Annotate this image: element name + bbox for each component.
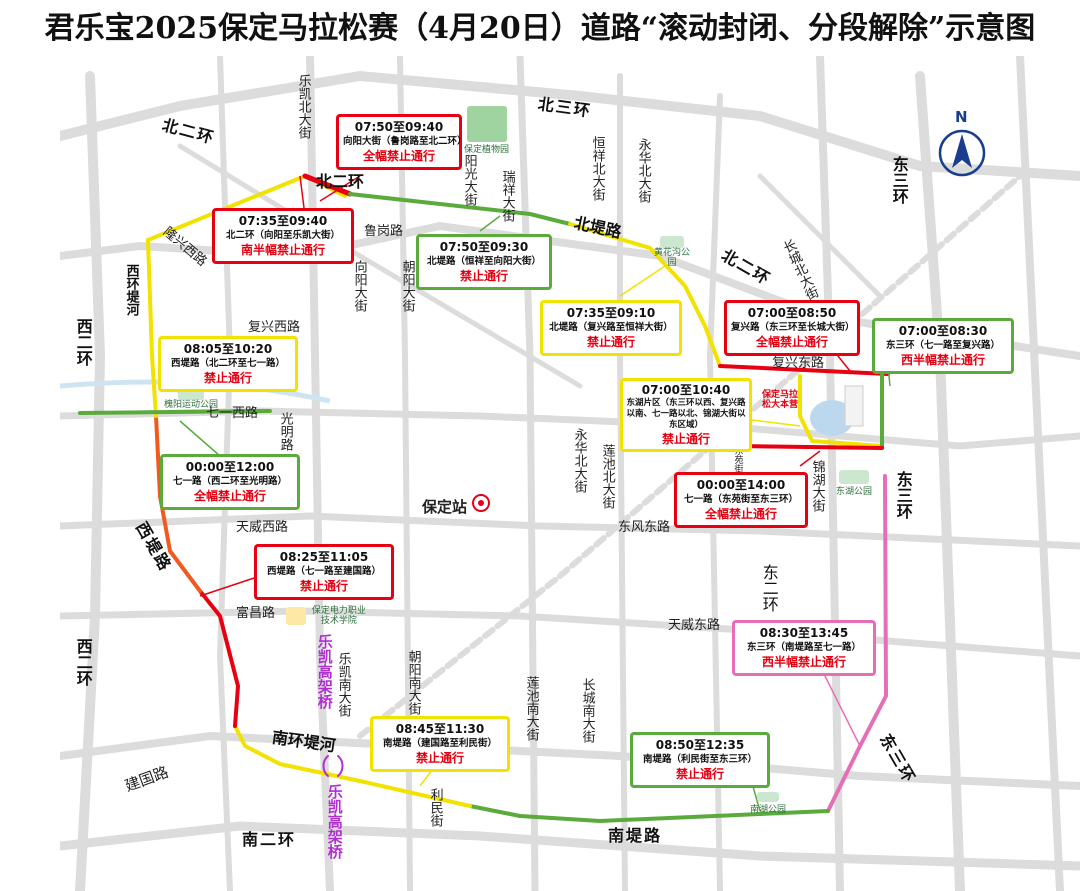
park-icon: [660, 236, 684, 248]
closure-box-11: 08:30至13:45 东三环（南堤路至七一路） 西半幅禁止通行: [732, 620, 876, 676]
label-guangming: 光明路: [277, 412, 293, 451]
route-yellow-ne: [568, 222, 722, 368]
closure-box-3: 07:35至09:10 北堤路（复兴路至恒祥大街） 禁止通行: [540, 300, 682, 356]
closure-box-12: 08:45至11:30 南堤路（建国路至利民街） 禁止通行: [370, 716, 510, 772]
label-xi-er-huan-bot: 西二环: [73, 638, 93, 686]
closure-box-13: 08:50至12:35 南堤路（利民街至东三环） 禁止通行: [630, 732, 770, 788]
compass-label: N: [955, 108, 968, 126]
route-orange-west: [154, 414, 202, 593]
label-xi-huan-di-he: 西环堤河: [123, 264, 139, 316]
label-nan-di-lu: 南堤路: [608, 826, 663, 845]
route-green-south: [468, 804, 830, 823]
label-chaoyang-nan: 朝阳南大街: [405, 650, 421, 715]
tree-icon: [466, 106, 507, 142]
label-dong-er-huan: 东二环: [759, 564, 779, 612]
page-title: 君乐宝2025保定马拉松赛（4月20日）道路“滚动封闭、分段解除”示意图: [44, 11, 1036, 46]
place-marathon: 保定马拉松大本营: [760, 390, 800, 410]
route-green-qiyi-west: [78, 409, 272, 415]
label-lekai-gaojia-bot: 乐凯高架桥: [325, 784, 344, 859]
closure-box-1: 07:35至09:40 北二环（向阳至乐凯大街） 南半幅禁止通行: [212, 208, 354, 264]
label-dongyuan: 东苑街: [732, 446, 743, 473]
closure-box-2: 07:50至09:30 北堤路（恒祥至向阳大街） 禁止通行: [416, 234, 552, 290]
label-hengxiang: 恒祥北大街: [589, 136, 605, 201]
label-bei-er-huan-top: 北二环: [316, 172, 365, 191]
place-botanical-label: 保定植物园: [464, 145, 510, 155]
label-fuxing-xi: 复兴西路: [248, 320, 301, 335]
place-college-label: 保定电力职业技术学院: [311, 606, 366, 626]
label-limin: 利民街: [427, 788, 443, 827]
label-yonghua-bei: 永华北大街: [635, 138, 651, 203]
station-icon: [472, 494, 490, 512]
east-lake: [810, 400, 854, 436]
place-huanghuagou-label: 黄花沟公园: [653, 248, 690, 268]
closure-box-5: 07:00至08:30 东三环（七一路至复兴路） 西半幅禁止通行: [872, 318, 1014, 374]
route-segments: [78, 173, 890, 823]
closure-box-0: 07:50至09:40 向阳大街（鲁岗路至北二环） 全幅禁止通行: [336, 114, 467, 170]
label-xiangyang: 向阳大街: [351, 260, 367, 312]
label-fuchang: 富昌路: [236, 606, 276, 621]
place-station: 保定站: [422, 498, 468, 516]
closure-box-6: 08:05至10:20 西堤路（北二环至七一路） 禁止通行: [158, 336, 298, 392]
route-yellow-west: [146, 238, 158, 418]
route-pink-east: [826, 474, 888, 813]
place-donghu-label: 东湖公园: [836, 487, 873, 497]
label-lekai-nan: 乐凯南大街: [335, 652, 351, 717]
closure-box-7: 07:00至10:40 东湖片区（东三环以西、复兴路以南、七一路以北、锦湖大街以…: [620, 378, 752, 452]
label-changcheng-nan: 长城南大街: [579, 678, 595, 743]
route-yellow-south: [233, 724, 472, 808]
closure-box-10: 08:25至11:05 西堤路（七一路至建国路） 禁止通行: [254, 544, 394, 600]
label-tianwei-dong: 天威东路: [668, 618, 721, 633]
label-ruixiang: 瑞祥大街: [499, 170, 515, 222]
label-fuxing-dong: 复兴东路: [772, 356, 825, 371]
label-lekai-bei: 乐凯北大街: [295, 74, 311, 139]
closure-box-4: 07:00至08:50 复兴路（东三环至长城大街） 全幅禁止通行: [724, 300, 860, 356]
place-huanghuagou: 黄花沟公园: [650, 236, 694, 268]
closure-box-9: 00:00至14:00 七一路（东苑街至东三环） 全幅禁止通行: [674, 472, 808, 528]
place-college: 保定电力职业技术学院: [286, 606, 369, 626]
compass-icon: [938, 129, 986, 177]
place-nanpark-label: 南湖公园: [750, 805, 787, 815]
east-lake-building: [844, 385, 864, 427]
route-red-qiyi-east: [736, 444, 884, 450]
label-yangguang: 阳光大街: [461, 154, 477, 206]
label-lekai-gaojia-top: 乐凯高架桥: [315, 634, 334, 709]
label-dong-san-huan-mid: 东三环: [893, 471, 913, 519]
label-lugang: 鲁岗路: [364, 224, 404, 239]
route-green-north: [348, 192, 572, 226]
place-donghu: 东湖公园: [836, 470, 872, 497]
route-map: N 北二环 北二环 北三环 北二环 东三环 东三环 东三环 东二环 西二环 西二…: [60, 56, 1080, 891]
label-xi-er-huan-top: 西二环: [73, 318, 93, 366]
lekai-overpass: [322, 755, 344, 777]
label-lianchi-nan: 莲池南大街: [523, 676, 539, 741]
label-yonghua-nan: 永华北大街: [571, 428, 587, 493]
label-dong-san-huan-top: 东三环: [889, 156, 909, 204]
route-red-north: [302, 173, 353, 197]
place-park-west-label: 槐阳运动公园: [164, 400, 219, 410]
label-qiyi-xi: 七一西路: [206, 406, 259, 421]
place-marathon-label: 保定马拉松大本营: [761, 390, 798, 410]
school-icon: [286, 607, 306, 625]
label-jinhu: 锦湖大街: [809, 460, 825, 512]
closure-box-8: 00:00至12:00 七一路（西二环至光明路） 全幅禁止通行: [160, 454, 300, 510]
label-tianwei: 天威西路: [236, 520, 289, 535]
label-nan-er-huan: 南二环: [242, 830, 297, 849]
park-icon: [757, 792, 779, 802]
place-botanical: 保定植物园: [464, 106, 509, 155]
park-icon: [839, 470, 869, 484]
label-lianchi-bei: 莲池北大街: [599, 444, 615, 509]
label-dongfeng: 东风东路: [618, 520, 671, 535]
label-chaoyang: 朝阳大街: [399, 260, 415, 312]
route-red-fuxing: [718, 364, 890, 376]
place-nanpark: 南湖公园: [750, 792, 786, 815]
route-red-west: [198, 589, 240, 728]
